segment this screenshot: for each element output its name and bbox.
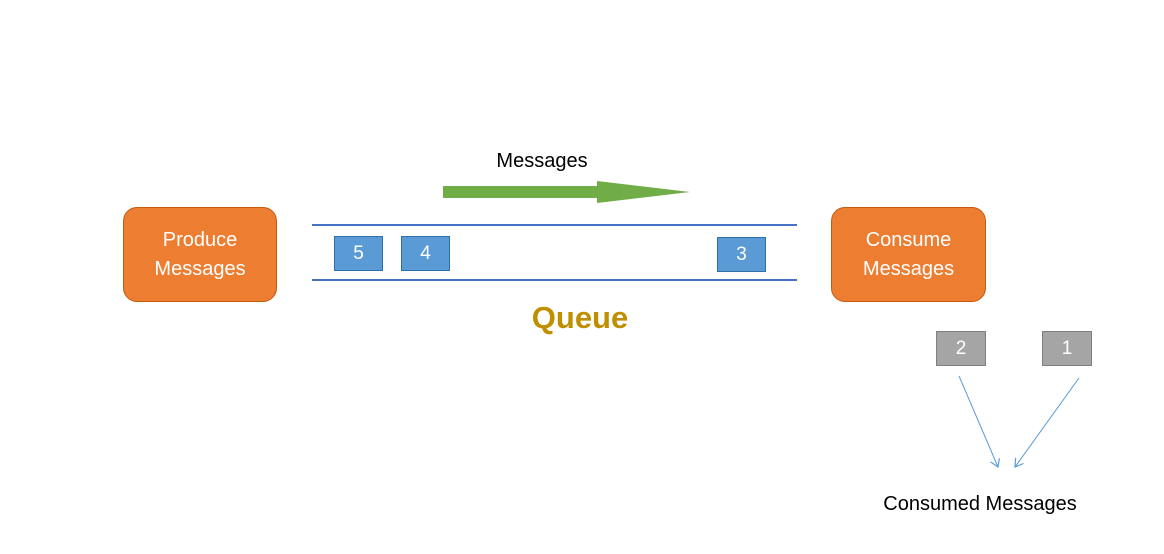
queued-message: 5 (334, 236, 383, 271)
flow-arrow (443, 181, 690, 203)
consumed-label: Consumed Messages (883, 493, 1077, 515)
queue-label: Queue (531, 300, 629, 335)
consumer-label-line2: Messages (862, 257, 955, 280)
producer-label-line2: Messages (154, 257, 246, 280)
producer-box: Produce Messages (123, 207, 277, 302)
producer-label-line1: Produce (162, 228, 238, 251)
consumed-arrow-right (1015, 377, 1080, 467)
consumed-message: 1 (1042, 331, 1092, 366)
consumer-box: Consume Messages (831, 207, 986, 302)
queued-message: 4 (401, 236, 450, 271)
consumer-label-line1: Consume (865, 228, 952, 251)
consumed-message: 2 (936, 331, 986, 366)
consumed-arrow-left (958, 375, 998, 467)
flow-label: Messages (496, 150, 588, 172)
queued-message: 3 (717, 237, 766, 272)
